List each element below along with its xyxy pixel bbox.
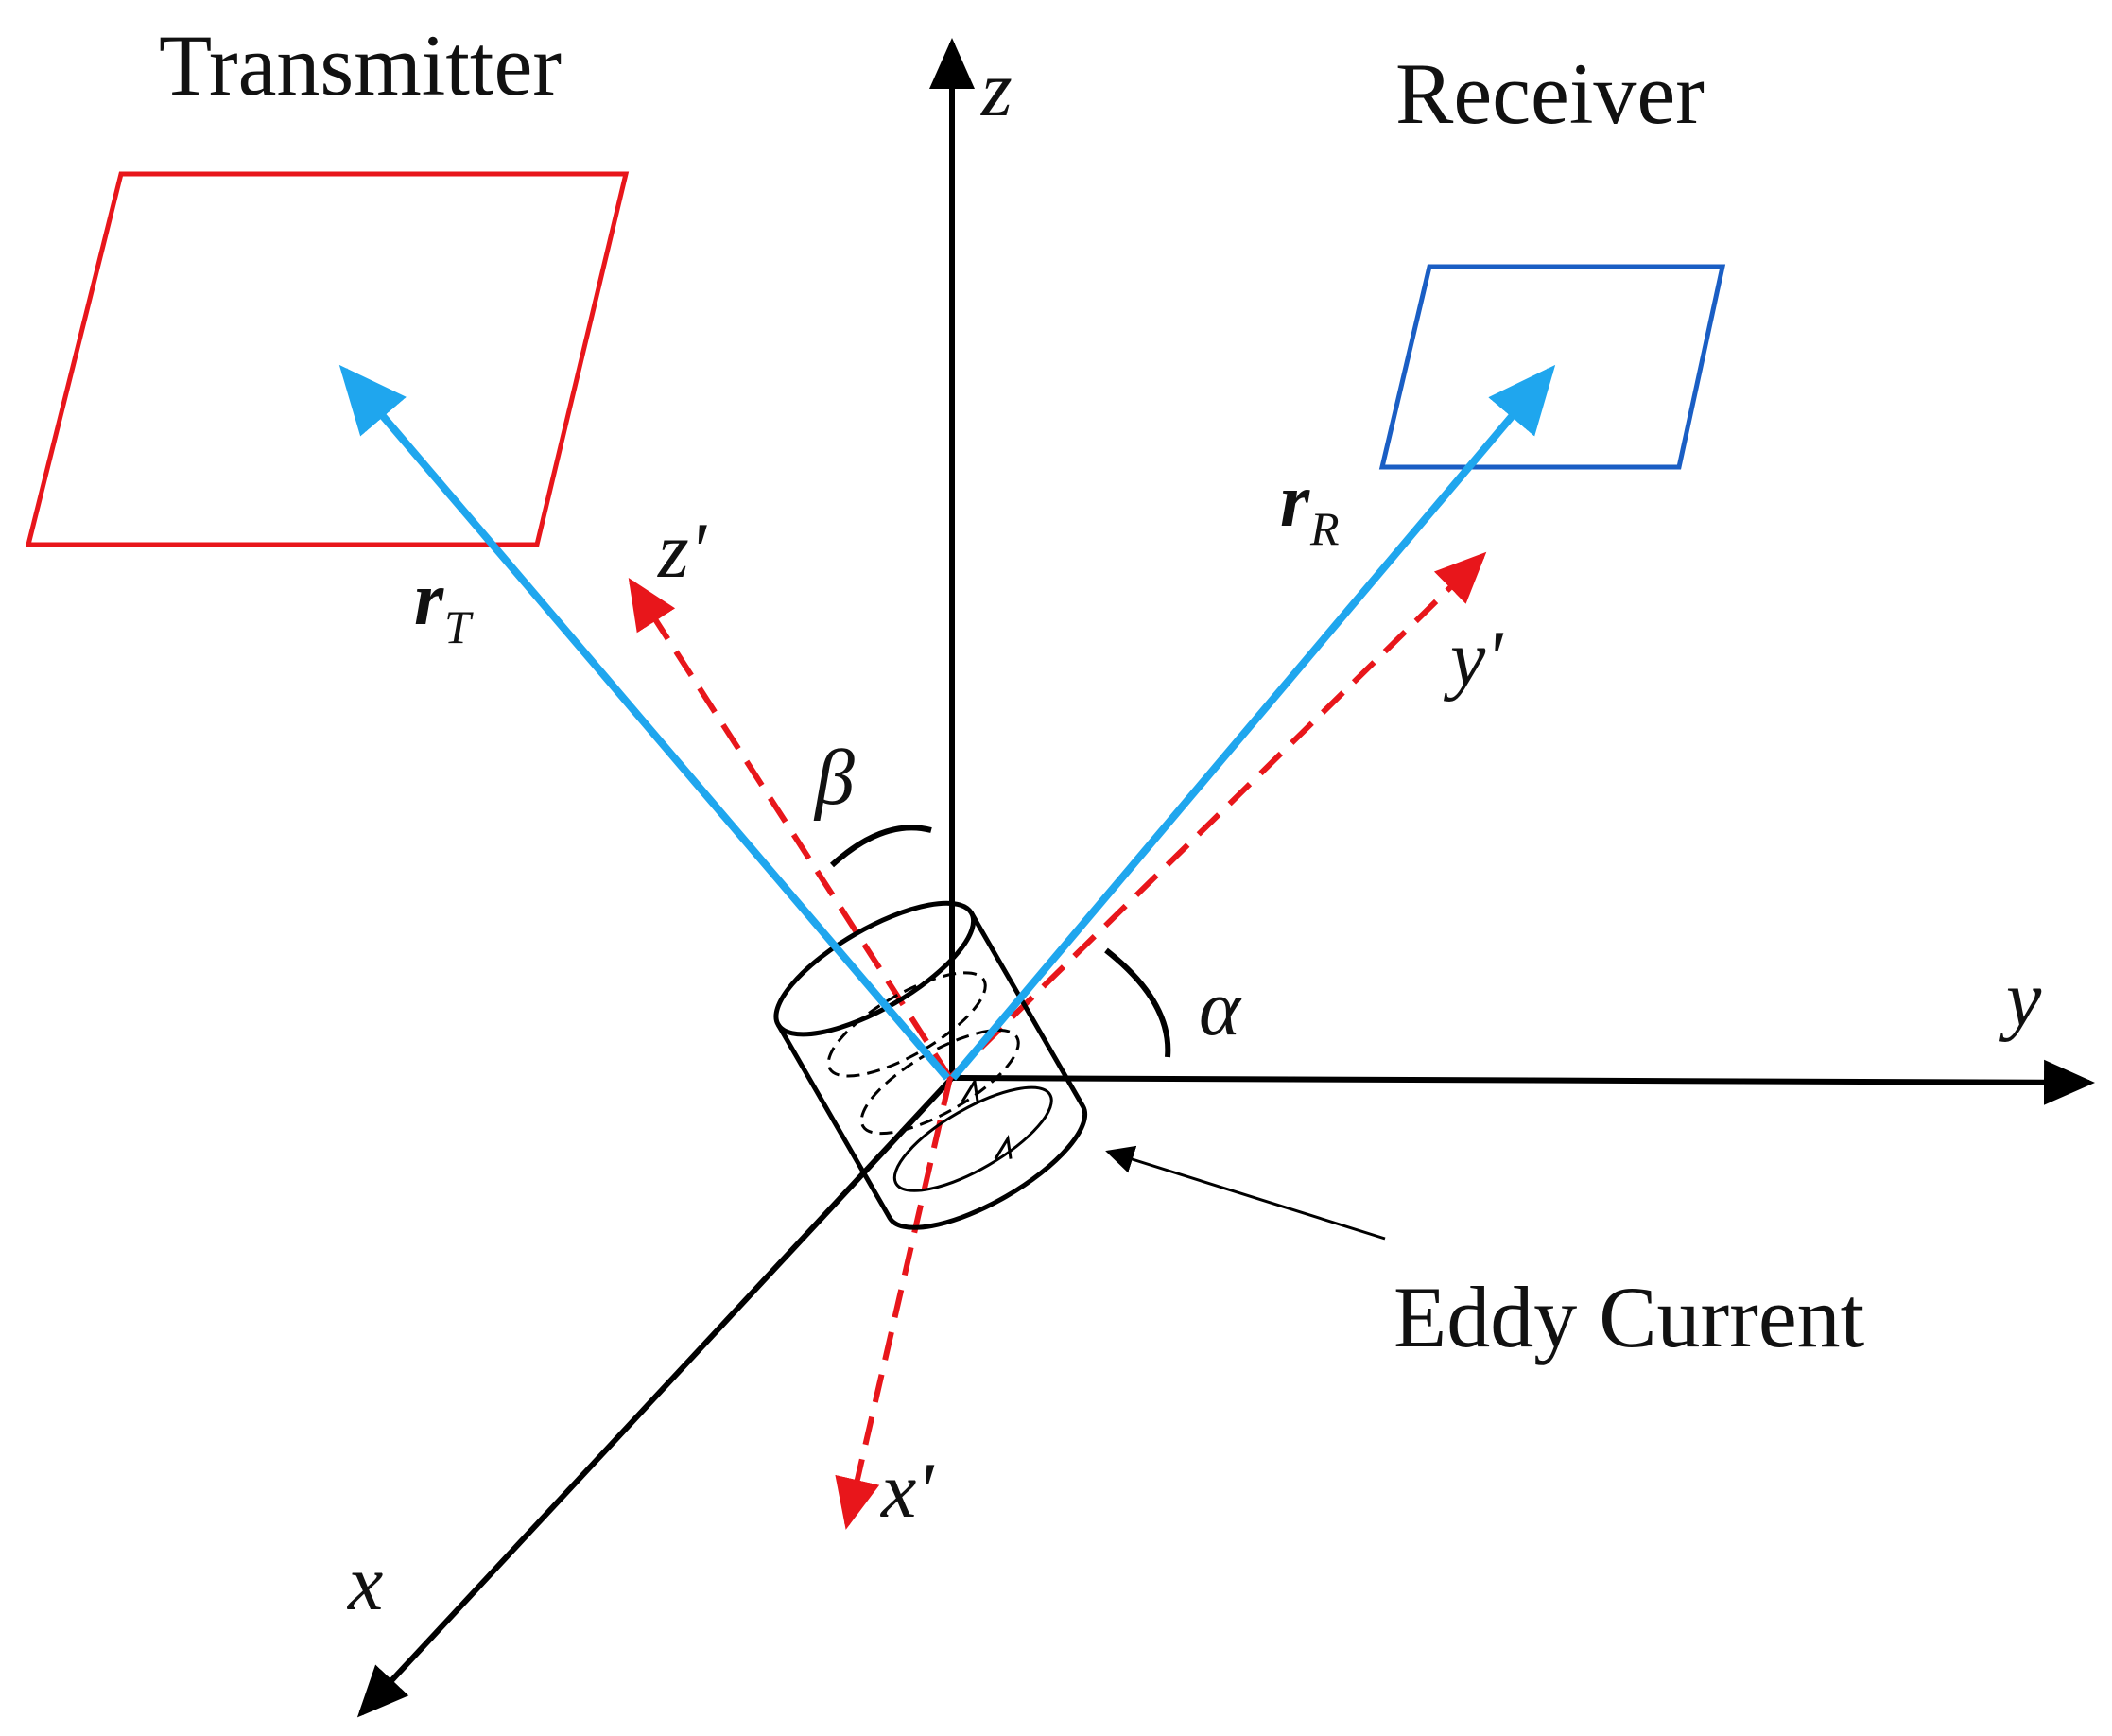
transmitter-label: Transmitter	[159, 17, 562, 113]
transmitter-loop	[25, 171, 630, 547]
angle-beta-arc	[829, 825, 932, 868]
vector-r-r-subscript: R	[1309, 502, 1340, 555]
x-prime-axis	[835, 1077, 953, 1530]
z-axis-label: z	[980, 45, 1013, 133]
receiver-loop	[1378, 264, 1726, 470]
angle-alpha-arc	[1104, 947, 1171, 1058]
vector-r-t-label: r	[414, 558, 444, 641]
eddy-current-cylinder	[773, 900, 1088, 1230]
y-prime-label: y'	[1443, 615, 1504, 703]
alpha-label: α	[1199, 964, 1242, 1052]
y-axis-label: y	[1999, 955, 2042, 1043]
x-axis-label: x	[346, 1539, 383, 1627]
y-axis	[951, 1059, 2095, 1105]
z-prime-label: z'	[657, 507, 708, 595]
vector-r-r-label: r	[1280, 460, 1310, 543]
receiver-label: Receiver	[1395, 45, 1705, 142]
y-prime-axis	[947, 551, 1487, 1081]
vector-r-t-subscript: T	[444, 600, 474, 653]
vector-r-t	[338, 364, 951, 1081]
beta-label: β	[813, 734, 855, 822]
eddy-current-pointer	[1105, 1145, 1386, 1241]
eddy-current-label: Eddy Current	[1394, 1269, 1865, 1365]
x-axis	[356, 1075, 955, 1718]
x-prime-label: x'	[879, 1447, 935, 1535]
vector-r-r	[949, 364, 1556, 1081]
